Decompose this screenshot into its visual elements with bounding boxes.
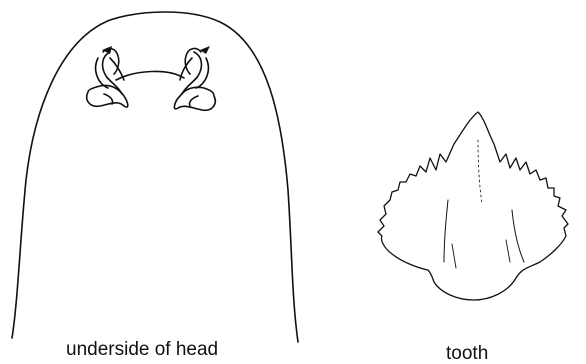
mouth-arc — [116, 71, 184, 80]
tooth-root-line-left — [452, 244, 456, 268]
tooth-root-line-right — [506, 240, 510, 262]
tooth-inner-line-left — [444, 200, 448, 262]
left-nostril-accent — [102, 46, 112, 54]
right-nostril — [174, 49, 215, 111]
tooth-inner-line-right — [512, 210, 524, 262]
right-nostril-accent — [200, 46, 210, 54]
tooth-inner-line-mid — [478, 140, 482, 204]
head-outline — [12, 12, 298, 342]
head-underside-illustration — [12, 12, 298, 342]
tooth-caption: tooth — [446, 344, 488, 363]
tooth-outline — [378, 112, 568, 300]
head-caption: underside of head — [66, 340, 218, 359]
tooth-illustration — [378, 112, 568, 300]
